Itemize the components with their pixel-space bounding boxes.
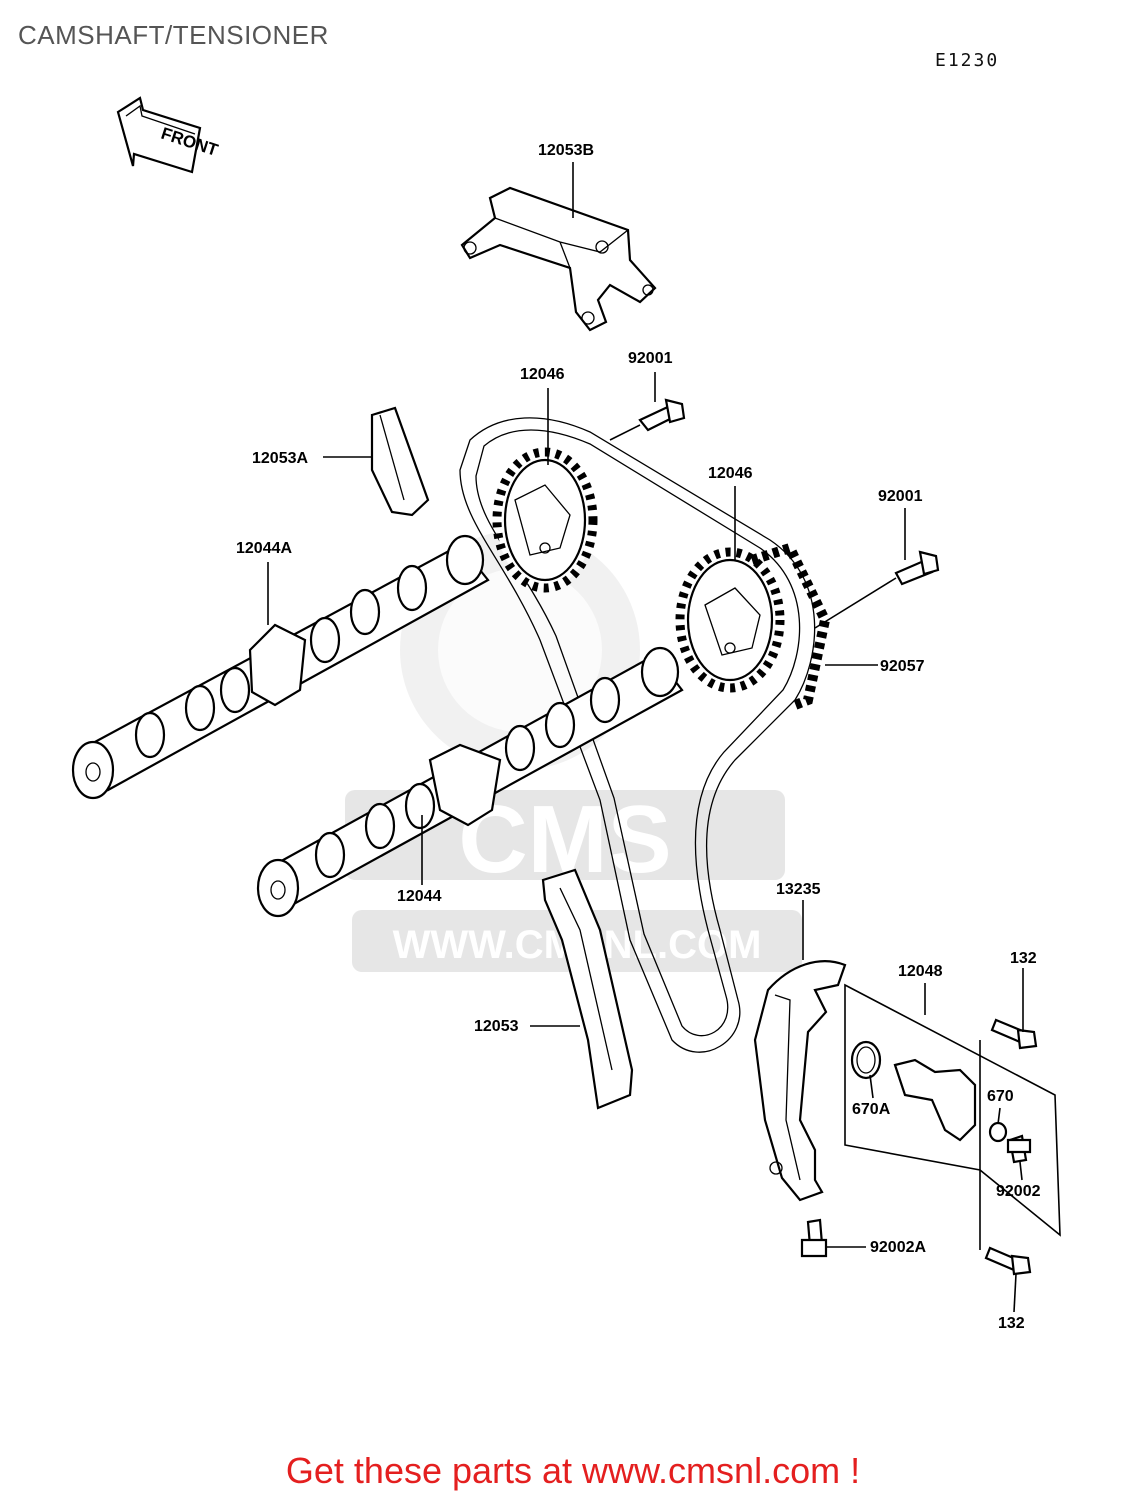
part-12046-sprocket-lower [675, 547, 785, 693]
part-label-12048: 12048 [898, 963, 943, 980]
part-label-12046-upper: 12046 [520, 366, 565, 383]
part-label-92001-lower: 92001 [878, 488, 923, 505]
part-label-13235: 13235 [776, 881, 821, 898]
part-label-92001-upper: 92001 [628, 350, 673, 367]
part-92001-bolt-upper [638, 398, 686, 432]
part-13235-tensioner-guide [753, 960, 847, 1202]
part-label-670A: 670A [852, 1101, 891, 1118]
part-label-132-upper: 132 [1010, 950, 1037, 967]
leader-lines [267, 162, 1024, 1313]
part-label-92002A: 92002A [870, 1239, 927, 1256]
footer-promo-link[interactable]: Get these parts at www.cmsnl.com ! [285, 1450, 861, 1491]
part-label-12053B: 12053B [538, 142, 595, 159]
timing-chain [459, 417, 816, 1053]
part-label-12044: 12044 [397, 888, 442, 905]
part-12053B-bracket [460, 186, 657, 332]
part-12048-tensioner-assembly [844, 983, 1061, 1237]
part-label-12053A: 12053A [252, 450, 309, 467]
part-12044-camshaft [256, 646, 684, 918]
front-direction-arrow-icon: FRONT [116, 96, 221, 174]
part-label-132-lower: 132 [998, 1315, 1025, 1332]
part-label-12046-lower: 12046 [708, 465, 753, 482]
page-title: CAMSHAFT/TENSIONER [18, 20, 329, 50]
part-132-bolt-upper [990, 1018, 1038, 1050]
part-92057-chain-segment [750, 541, 831, 710]
part-12046-sprocket-upper [492, 447, 598, 593]
part-132-bolt-lower [984, 1246, 1032, 1276]
part-label-92057: 92057 [880, 658, 925, 675]
part-12053A-chain-guide [370, 406, 430, 517]
part-label-12053: 12053 [474, 1018, 519, 1035]
part-label-92002: 92002 [996, 1183, 1041, 1200]
part-12053-chain-guide [541, 868, 634, 1110]
part-label-670: 670 [987, 1088, 1014, 1105]
part-12044A-camshaft [71, 534, 490, 800]
part-92002A-bolt [800, 1218, 828, 1258]
diagram-code: E1230 [935, 50, 1000, 71]
part-92001-bolt-lower [894, 550, 940, 586]
part-label-12044A: 12044A [236, 540, 293, 557]
part-92002-bolt [1006, 1134, 1032, 1164]
